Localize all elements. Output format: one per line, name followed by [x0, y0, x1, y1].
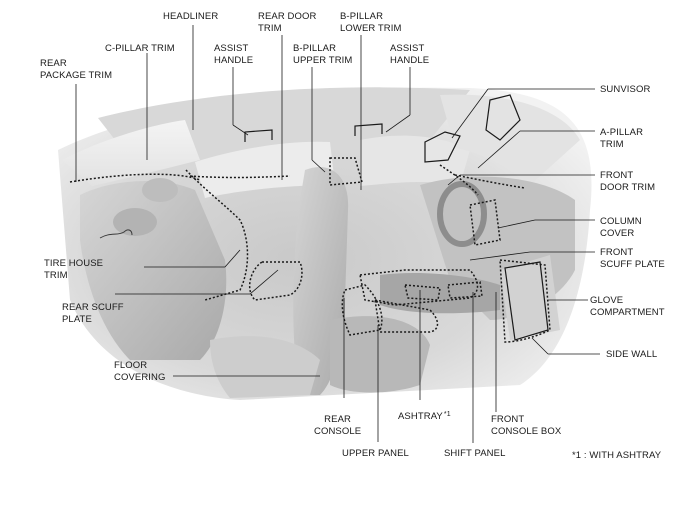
rear-window-glass: [62, 120, 200, 186]
label-shift-panel: SHIFT PANEL: [444, 448, 506, 459]
footnote-with-ashtray: *1 : WITH ASHTRAY: [572, 450, 662, 461]
label-headliner: HEADLINER: [163, 11, 219, 22]
ashtray-footnote-mark: *1: [443, 411, 451, 418]
dotted-trim-outlines: [69, 157, 551, 343]
rear-side-glass: [195, 141, 335, 198]
label-ashtray: ASHTRAY*1: [398, 411, 451, 422]
label-c-pillar-trim: C-PILLAR TRIM: [105, 43, 175, 54]
front-side-glass: [360, 135, 470, 186]
label-sunvisor: SUNVISOR: [600, 84, 651, 95]
label-side-wall: SIDE WALL: [606, 349, 658, 360]
label-upper-panel: UPPER PANEL: [342, 448, 409, 459]
leader-lines: [75, 25, 600, 443]
